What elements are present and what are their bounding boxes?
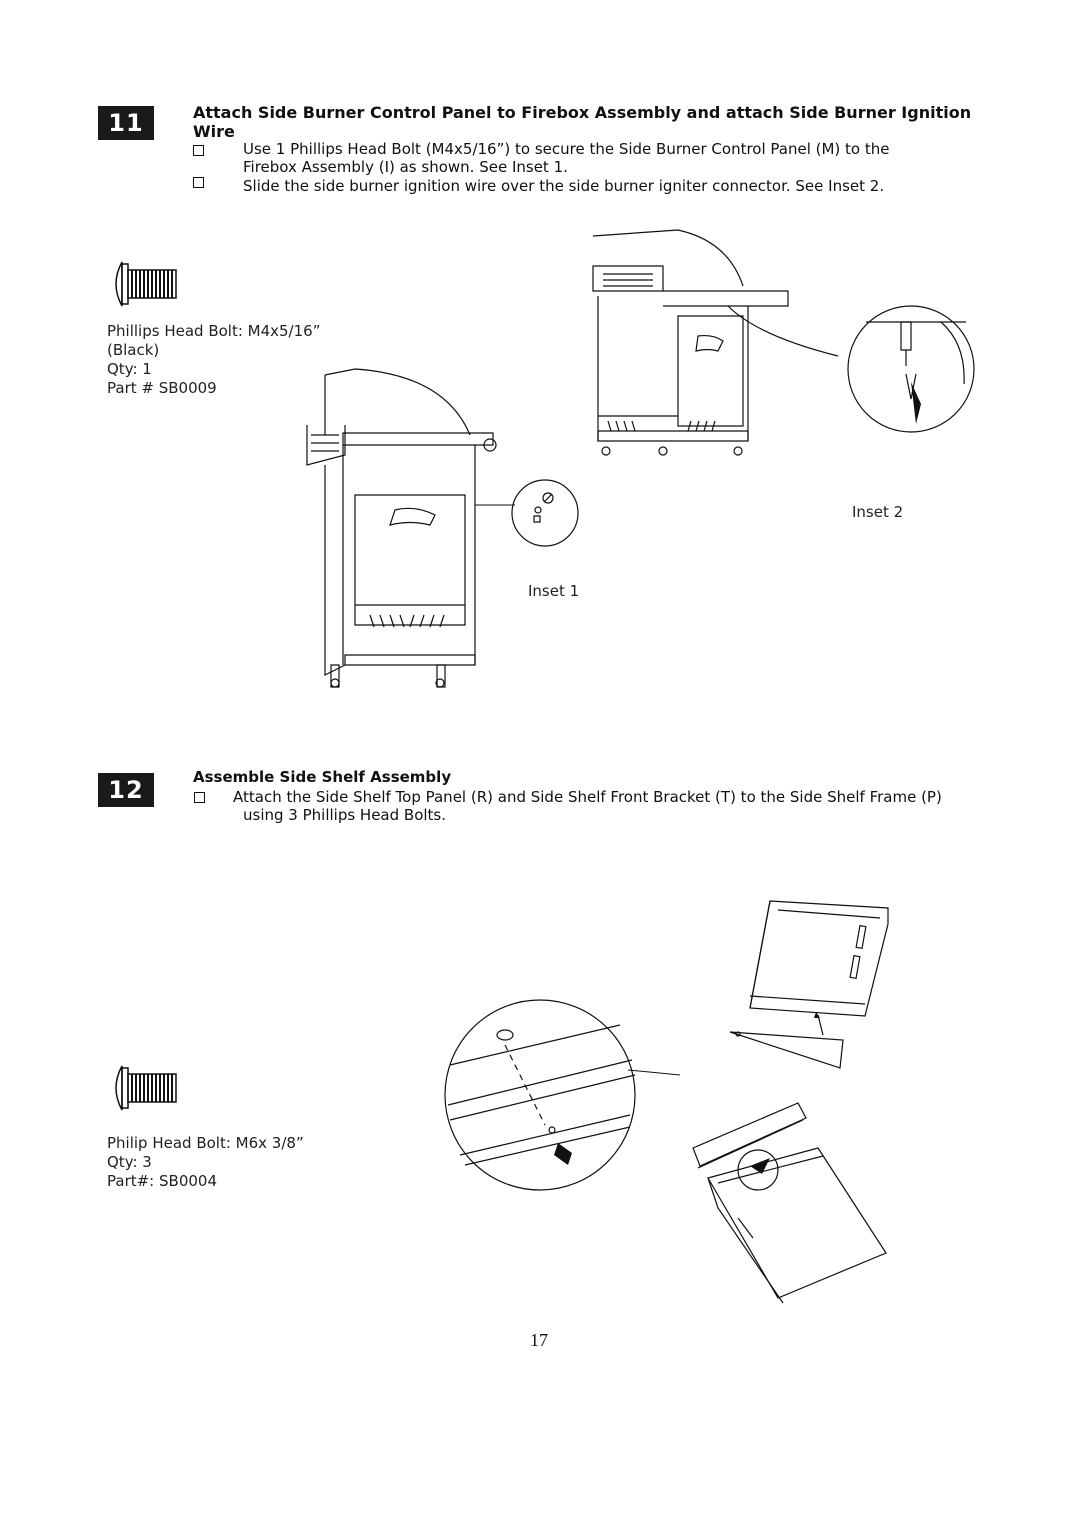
checkbox-icon <box>194 792 205 803</box>
bolt-detail-magnifier <box>440 1005 640 1205</box>
bolt-name: Philip Head Bolt: M6x 3/8” <box>107 1134 304 1152</box>
side-shelf-front-bracket-illustration <box>728 1012 853 1070</box>
inset-2-label: Inset 2 <box>852 503 904 521</box>
step-11-title-line1: Attach Side Burner Control Panel to Fire… <box>193 103 972 122</box>
step-11-title-line2: Wire <box>193 122 235 141</box>
grill-firebox-illustration <box>295 365 505 695</box>
bolt-part: Part#: SB0004 <box>107 1172 217 1190</box>
bolt-qty: Qty: 1 <box>107 360 152 378</box>
bolt-name: Phillips Head Bolt: M4x5/16” <box>107 322 321 340</box>
inset-1-label: Inset 1 <box>528 582 580 600</box>
step-11-title: Attach Side Burner Control Panel to Fire… <box>193 103 971 141</box>
bullet-line: Slide the side burner ignition wire over… <box>243 177 885 195</box>
bullet-line: Attach the Side Shelf Top Panel (R) and … <box>233 788 942 806</box>
step-11-badge: 11 <box>98 106 154 140</box>
step-number: 11 <box>108 109 144 137</box>
step-12-bullet: Attach the Side Shelf Top Panel (R) and … <box>233 788 942 824</box>
grill-side-burner-illustration <box>588 226 798 461</box>
bullet-line: Firebox Assembly (I) as shown. See Inset… <box>243 158 568 176</box>
phillips-bolt-icon <box>108 1062 180 1114</box>
step-12-title: Assemble Side Shelf Assembly <box>193 768 452 786</box>
bolt-qty: Qty: 3 <box>107 1153 152 1171</box>
checkbox-icon <box>193 177 204 188</box>
step-11-bullet-1: Use 1 Phillips Head Bolt (M4x5/16”) to s… <box>243 140 890 176</box>
bullet-line: using 3 Phillips Head Bolts. <box>243 806 447 824</box>
step-number: 12 <box>108 776 144 804</box>
bolt-spec-12: Philip Head Bolt: M6x 3/8” Qty: 3 Part#:… <box>107 1134 304 1191</box>
bolt-color: (Black) <box>107 341 160 359</box>
checkbox-icon <box>193 145 204 156</box>
bolt-part: Part # SB0009 <box>107 379 217 397</box>
side-shelf-top-panel-illustration <box>740 896 890 1021</box>
page-number: 17 <box>530 1330 548 1350</box>
bolt-spec-11: Phillips Head Bolt: M4x5/16” (Black) Qty… <box>107 322 320 398</box>
step-12-badge: 12 <box>98 773 154 807</box>
inset-2-circle <box>846 304 976 434</box>
step-11-bullet-2: Slide the side burner ignition wire over… <box>243 177 884 195</box>
inset-1-circle <box>510 478 580 548</box>
bullet-line: Use 1 Phillips Head Bolt (M4x5/16”) to s… <box>243 140 890 158</box>
side-shelf-frame-illustration <box>688 1088 888 1303</box>
phillips-bolt-icon <box>108 258 180 310</box>
